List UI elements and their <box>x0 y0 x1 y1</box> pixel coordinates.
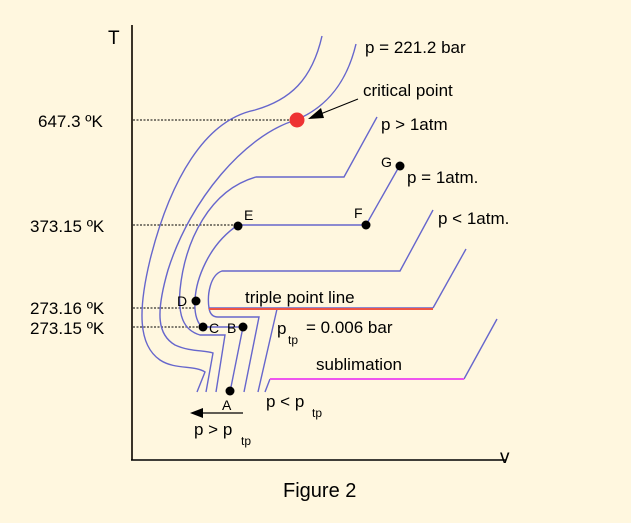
isobar-sublimation-right <box>463 318 498 380</box>
label-p-greater-ptp: p > p <box>194 420 232 439</box>
tick-373: 373.15 ºK <box>30 217 105 236</box>
point-g-marker <box>395 161 405 171</box>
label-critical-point: critical point <box>363 81 453 100</box>
y-axis-label: T <box>108 28 120 49</box>
tick-27316: 273.16 ºK <box>30 299 105 318</box>
label-critical-isobar: p = 221.2 bar <box>365 38 466 57</box>
label-p-less-ptp: p < p <box>266 392 304 411</box>
isobar-critical <box>159 43 357 393</box>
critical-point-arrow <box>317 98 359 116</box>
label-below-atm: p < 1atm. <box>438 209 509 228</box>
isobar-supercritical-outer <box>141 35 323 393</box>
point-b-marker <box>238 322 248 332</box>
point-d-label: D <box>177 293 187 309</box>
isobar-above-atm <box>178 116 378 393</box>
point-a-marker <box>225 386 235 396</box>
guide-lines <box>133 119 296 328</box>
isobars <box>141 35 498 393</box>
state-points <box>191 161 405 396</box>
point-f-label: F <box>354 205 363 221</box>
point-e-label: E <box>244 207 253 223</box>
isobar-below-atm <box>207 209 434 309</box>
isobar-ptp <box>257 308 278 393</box>
label-ptp: p <box>277 319 286 338</box>
critical-point-marker <box>289 112 305 128</box>
point-d-marker <box>191 296 201 306</box>
point-c-label: C <box>209 320 219 336</box>
isobar-below-atm-lower <box>208 307 260 393</box>
figure-caption: Figure 2 <box>283 480 356 502</box>
isobar-triple-right <box>432 248 467 309</box>
left-arrowhead-icon <box>190 408 203 418</box>
x-axis-label: v <box>500 447 510 468</box>
point-e-marker <box>233 221 243 231</box>
label-triple-point-line: triple point line <box>245 288 355 307</box>
label-sublimation: sublimation <box>316 355 402 374</box>
point-f-marker <box>361 220 371 230</box>
label-above-atm: p > 1atm <box>381 115 448 134</box>
tick-647: 647.3 ºK <box>38 112 103 131</box>
tick-27315: 273.15 ºK <box>30 319 105 338</box>
label-atm: p = 1atm. <box>407 168 478 187</box>
label-p-greater-ptp-sub: tp <box>241 434 251 448</box>
label-ptp-value: = 0.006 bar <box>306 318 393 337</box>
label-ptp-sub: tp <box>288 333 298 347</box>
isobar-sublimation-left <box>264 378 271 393</box>
point-b-label: B <box>227 320 236 336</box>
point-a-label: A <box>222 397 232 413</box>
arrowhead-icon <box>308 108 324 119</box>
point-g-label: G <box>381 154 392 170</box>
label-p-less-ptp-sub: tp <box>312 406 322 420</box>
point-c-marker <box>198 322 208 332</box>
